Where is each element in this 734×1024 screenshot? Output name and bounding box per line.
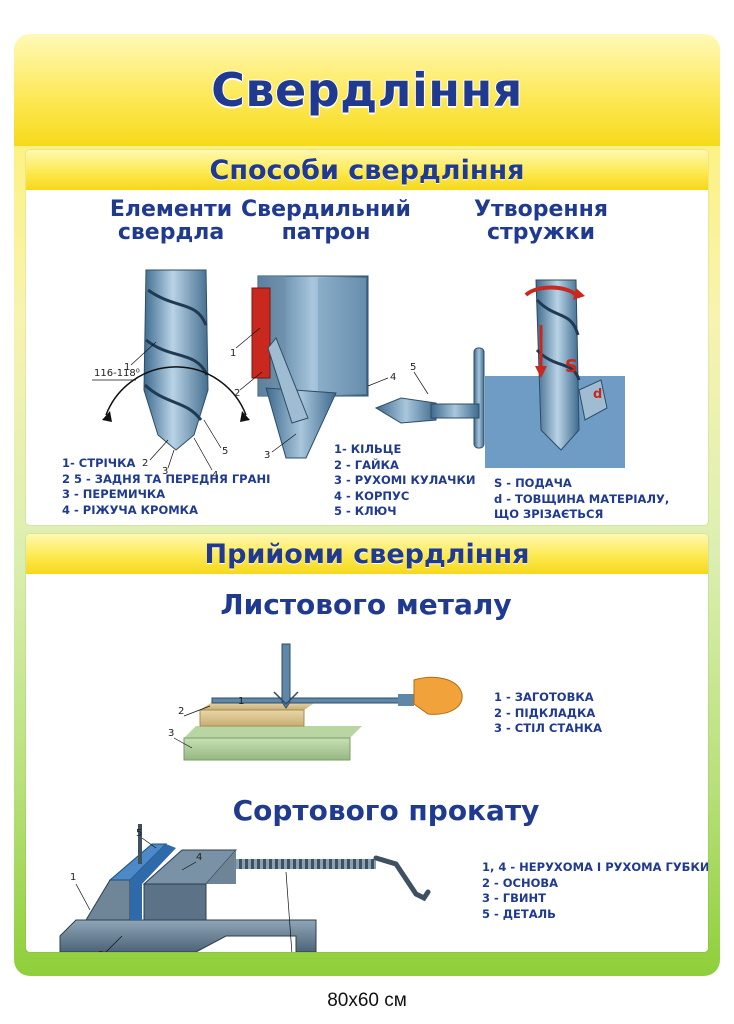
svg-text:3: 3 bbox=[264, 450, 270, 461]
main-title: Свердління bbox=[211, 63, 523, 117]
svg-text:1: 1 bbox=[124, 362, 130, 373]
svg-text:1: 1 bbox=[230, 348, 236, 359]
svg-text:3: 3 bbox=[168, 728, 174, 739]
legend-drill-chuck: 1- КІЛЬЦЕ 2 - ГАЙКА 3 - РУХОМІ КУЛАЧКИ 4… bbox=[334, 442, 476, 518]
legend-drill-elements: 1- СТРІЧКА 2 5 - ЗАДНЯ ТА ПЕРЕДНЯ ГРАНІ … bbox=[62, 456, 271, 517]
svg-text:5: 5 bbox=[136, 828, 142, 839]
svg-text:2: 2 bbox=[234, 388, 240, 399]
sheet-metal-illustration: 1 2 3 bbox=[168, 643, 463, 761]
svg-text:1: 1 bbox=[238, 696, 244, 707]
chip-formation-illustration: S d bbox=[485, 279, 625, 468]
legend-sheet-metal: 1 - ЗАГОТОВКА 2 - ПІДКЛАДКА 3 - СТІЛ СТА… bbox=[494, 690, 603, 735]
heading-profile-rolling: Сортового прокату bbox=[232, 794, 540, 827]
svg-text:4: 4 bbox=[212, 470, 218, 481]
heading-drill-elements: Елементи свердла bbox=[109, 197, 233, 246]
section-bar-techniques: Прийоми свердління bbox=[26, 534, 708, 574]
svg-text:4: 4 bbox=[196, 852, 202, 863]
heading-chip-formation: Утворення стружки bbox=[474, 197, 608, 246]
svg-text:1: 1 bbox=[70, 872, 76, 883]
svg-text:4: 4 bbox=[390, 372, 396, 383]
heading-sheet-metal: Листового металу bbox=[220, 588, 512, 621]
legend-profile-rolling: 1, 4 - НЕРУХОМА І РУХОМА ГУБКИ 2 - ОСНОВ… bbox=[482, 860, 708, 921]
section-title-techniques: Прийоми свердління bbox=[204, 538, 530, 570]
drill-bit-illustration: 116-118⁰ 1 2 3 4 5 bbox=[92, 269, 250, 481]
panel-drilling-methods: Способи свердління Елементи свердла Свер… bbox=[26, 150, 708, 525]
heading-drill-chuck: Свердильний патрон bbox=[241, 197, 411, 246]
panel-drilling-techniques: Прийоми свердління Листового металу bbox=[26, 534, 708, 952]
angle-label: 116-118⁰ bbox=[94, 368, 140, 379]
svg-text:5: 5 bbox=[410, 362, 416, 373]
section-bar-methods: Способи свердління bbox=[26, 150, 708, 190]
svg-text:2: 2 bbox=[178, 706, 184, 717]
section-title-methods: Способи свердління bbox=[209, 154, 525, 186]
svg-text:2: 2 bbox=[142, 458, 148, 469]
svg-text:d: d bbox=[593, 387, 602, 402]
poster: Свердління Способи свердління Елементи с… bbox=[14, 34, 720, 976]
title-bar: Свердління bbox=[14, 34, 720, 146]
vise-illustration: 1 2 3 4 5 bbox=[59, 824, 431, 952]
svg-text:2: 2 bbox=[98, 950, 104, 952]
svg-text:S: S bbox=[565, 356, 578, 377]
drill-chuck-illustration: 1 2 3 4 5 bbox=[230, 275, 485, 461]
svg-text:3: 3 bbox=[162, 466, 168, 477]
legend-chip-formation: S - ПОДАЧА d - ТОВЩИНА МАТЕРІАЛУ, ЩО ЗРІ… bbox=[494, 476, 670, 521]
svg-text:5: 5 bbox=[222, 446, 228, 457]
size-label: 80x60 см bbox=[327, 990, 407, 1011]
